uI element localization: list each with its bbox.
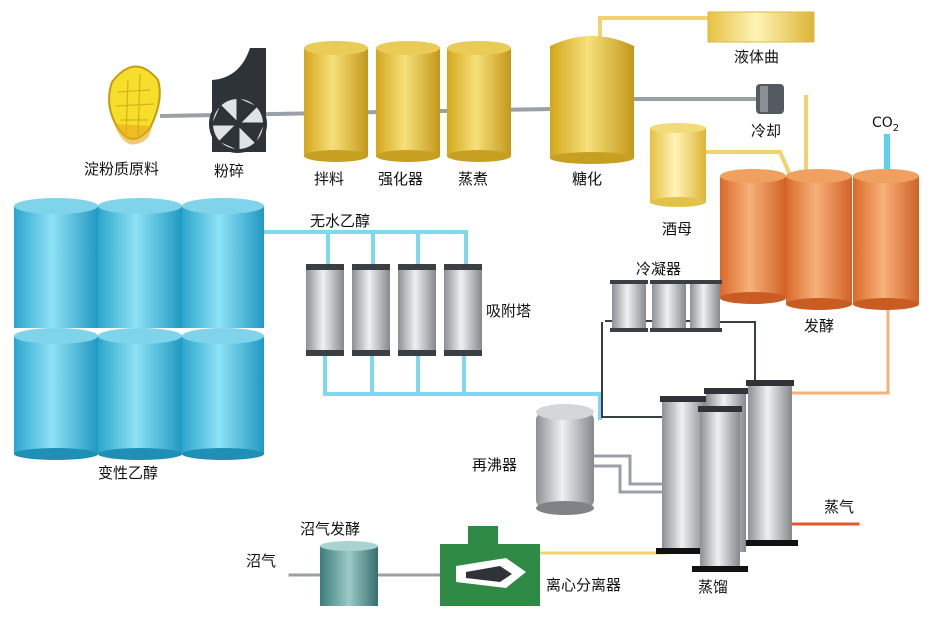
label-mixing: 拌料 xyxy=(314,170,345,188)
label-liquid-koji: 液体曲 xyxy=(734,48,780,66)
cooler-icon xyxy=(756,84,784,114)
condensers xyxy=(610,280,722,332)
label-anhydrous-ethanol: 无水乙醇 xyxy=(310,212,371,230)
label-saccharification: 糖化 xyxy=(572,170,603,188)
pipe-liquid-koji xyxy=(598,16,714,39)
yeast-tank xyxy=(650,123,706,207)
pipe-ferment-to-distill xyxy=(778,303,890,395)
label-biogas: 沼气 xyxy=(246,552,277,570)
pipes xyxy=(159,16,890,577)
pipe-condenser-right xyxy=(719,321,756,381)
label-cooling: 冷却 xyxy=(751,122,782,140)
pipe-adsorption-bottom xyxy=(323,354,602,420)
label-co2-subscript: 2 xyxy=(892,122,900,134)
pipe-yeast-to-ferment xyxy=(704,150,793,178)
label-steam: 蒸气 xyxy=(824,498,855,516)
label-adsorption-tower: 吸附塔 xyxy=(486,302,532,320)
label-co2: CO2 xyxy=(872,114,899,138)
label-yeast: 酒母 xyxy=(662,220,693,238)
label-centrifuge: 离心分离器 xyxy=(546,576,622,594)
biogas-fermenter xyxy=(320,541,378,606)
cooking-tank xyxy=(447,41,511,162)
mixing-tank xyxy=(304,41,368,162)
distillation-columns xyxy=(656,380,798,572)
fermenter-3 xyxy=(853,169,919,310)
ethanol-storage-tanks xyxy=(14,198,264,460)
label-reboiler: 再沸器 xyxy=(472,456,518,474)
saccharification-tank xyxy=(550,36,634,164)
label-crushing: 粉碎 xyxy=(214,162,245,180)
centrifuge-icon xyxy=(440,526,540,606)
corn-icon xyxy=(108,65,161,145)
crusher-icon xyxy=(209,48,267,153)
pipe-reboiler xyxy=(590,454,664,494)
label-starch-raw: 淀粉质原料 xyxy=(84,160,160,178)
label-fermentation: 发酵 xyxy=(804,317,835,335)
label-biogas-fermentation: 沼气发酵 xyxy=(300,520,361,538)
liquid-koji-tank xyxy=(707,11,815,43)
adsorption-towers xyxy=(306,264,482,356)
reboiler-tank xyxy=(536,404,594,515)
pipe-condenser-left xyxy=(601,322,666,418)
label-distillation: 蒸馏 xyxy=(698,578,729,596)
fermenter-1 xyxy=(720,169,786,304)
label-condenser: 冷凝器 xyxy=(636,260,682,278)
label-denatured-ethanol: 变性乙醇 xyxy=(98,464,159,482)
label-cooking: 蒸煮 xyxy=(458,170,489,188)
label-co2-text: CO xyxy=(872,115,893,131)
fortifier-tank xyxy=(376,41,440,162)
fermenter-2 xyxy=(786,169,852,310)
label-fortifier: 强化器 xyxy=(378,170,424,188)
